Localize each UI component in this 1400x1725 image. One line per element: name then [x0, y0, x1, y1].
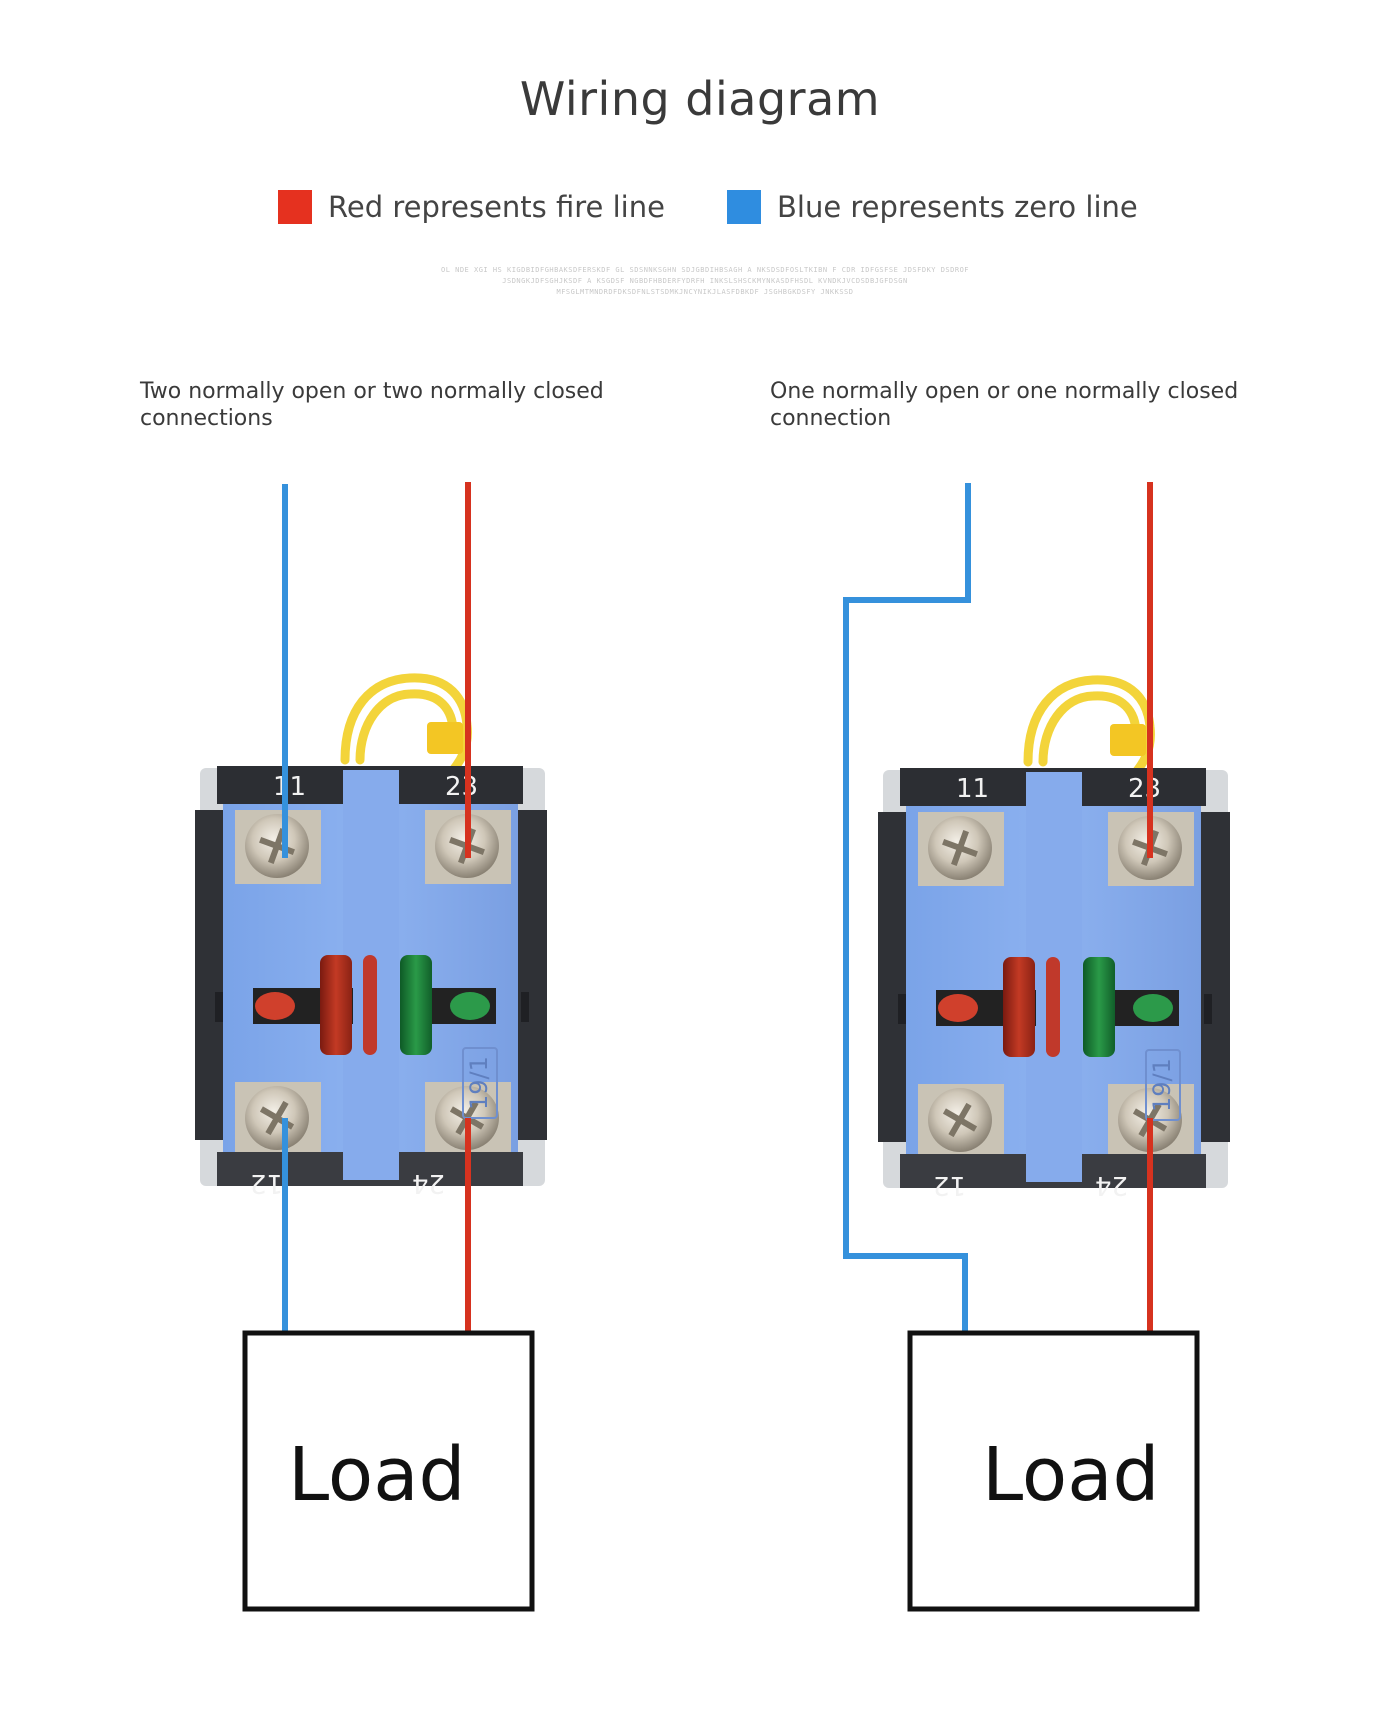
load-label-left: Load	[288, 1432, 466, 1518]
red-contact-icon	[1003, 957, 1035, 1057]
caption-right-line2: connection	[770, 406, 892, 431]
green-contact-icon	[1083, 957, 1115, 1057]
blue-swatch-icon	[727, 190, 761, 224]
switch-module-left: 11 23 12 24	[195, 673, 547, 1198]
legend-zero-line: Blue represents zero line	[727, 190, 1138, 224]
caption-right-line1: One normally open or one normally closed	[770, 379, 1239, 404]
legend-fire-line: Red represents fire line	[278, 190, 665, 224]
load-box-right	[907, 1330, 1200, 1612]
caption-left: Two normally open or two normally closed…	[140, 378, 604, 432]
page-title: Wiring diagram	[519, 72, 881, 126]
side-mark-left: 19/1	[465, 1056, 493, 1110]
load-box-left	[242, 1330, 535, 1612]
term-12-left: 12	[250, 1168, 283, 1198]
switch-module-right: 11 23 12 24 19/1	[878, 675, 1230, 1200]
red-swatch-icon	[278, 190, 312, 224]
yellow-clip-icon	[340, 673, 472, 775]
term-12-right: 12	[933, 1170, 966, 1200]
term-23-right: 23	[1128, 774, 1161, 804]
zero-wire-right	[843, 483, 971, 1332]
term-23-left: 23	[445, 772, 478, 802]
term-24-left: 24	[412, 1168, 445, 1198]
green-contact-icon	[400, 955, 432, 1055]
side-mark-right: 19/1	[1148, 1058, 1176, 1112]
caption-right: One normally open or one normally closed…	[770, 378, 1238, 432]
caption-left-line1: Two normally open or two normally closed	[140, 379, 604, 404]
fine-print: OL NDE XGI HS KIGDBIDFGHBAKSDFERSKDF GL …	[440, 266, 969, 296]
red-contact-icon	[320, 955, 352, 1055]
term-11-right: 11	[956, 774, 989, 804]
legend-fire-label: Red represents fire line	[328, 190, 665, 224]
load-label-right: Load	[982, 1432, 1160, 1518]
term-24-right: 24	[1095, 1170, 1128, 1200]
legend-zero-label: Blue represents zero line	[777, 190, 1138, 224]
caption-left-line2: connections	[140, 406, 273, 431]
term-11-left: 11	[273, 772, 306, 802]
yellow-tab	[1110, 724, 1146, 756]
yellow-tab	[427, 722, 463, 754]
